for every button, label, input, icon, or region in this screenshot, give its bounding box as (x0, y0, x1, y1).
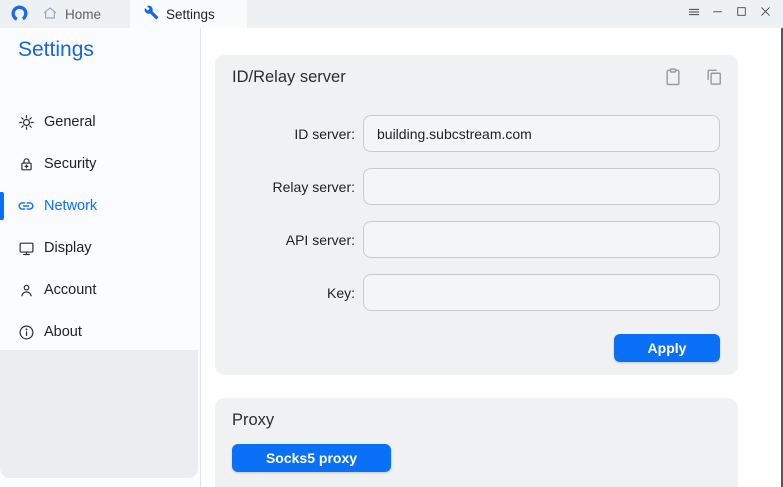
sidebar-item-label: Display (44, 240, 92, 256)
sidebar-item-display[interactable]: Display (0, 227, 200, 269)
sidebar-item-label: About (44, 324, 82, 340)
gear-icon (17, 113, 35, 131)
sidebar-item-label: General (44, 114, 96, 130)
window-menu-button[interactable] (680, 0, 707, 28)
sidebar-item-network[interactable]: Network (0, 185, 200, 227)
id-server-input[interactable] (363, 115, 720, 152)
tab-home[interactable]: Home (28, 0, 115, 28)
settings-sidebar: Settings General (0, 28, 200, 487)
monitor-icon (17, 239, 35, 257)
api-server-row: API server: (215, 221, 738, 258)
paste-icon[interactable] (663, 67, 683, 87)
sidebar-item-label: Security (44, 156, 97, 172)
sidebar-item-account[interactable]: Account (0, 269, 200, 311)
scrollbar[interactable] (781, 28, 783, 487)
api-server-input[interactable] (363, 221, 720, 258)
sidebar-title: Settings (18, 38, 94, 61)
info-icon (17, 323, 35, 341)
relay-server-row: Relay server: (215, 168, 738, 205)
minimize-icon (711, 5, 724, 23)
titlebar: Home Settings (0, 0, 783, 28)
api-server-label: API server: (285, 231, 355, 248)
sidebar-item-security[interactable]: Security (0, 143, 200, 185)
sidebar-item-label: Account (44, 282, 97, 298)
link-icon (17, 197, 35, 215)
id-relay-server-card: ID/Relay server ID server: (215, 55, 738, 375)
tab-settings-label: Settings (166, 6, 215, 22)
tab-settings[interactable]: Settings (130, 0, 247, 28)
sidebar-item-general[interactable]: General (0, 101, 200, 143)
card-title: ID/Relay server (232, 68, 346, 86)
sidebar-item-label: Network (44, 198, 98, 214)
proxy-card: Proxy Socks5 proxy (215, 398, 738, 487)
window-minimize-button[interactable] (704, 0, 731, 28)
relay-server-label: Relay server: (272, 178, 355, 195)
sidebar-item-about[interactable]: About (0, 311, 200, 353)
key-label: Key: (326, 284, 355, 301)
tab-home-label: Home (65, 6, 102, 22)
card-title: Proxy (232, 411, 275, 429)
home-icon (42, 5, 58, 24)
id-server-row: ID server: (215, 115, 738, 152)
hamburger-icon (687, 5, 701, 24)
maximize-icon (735, 5, 748, 23)
socks5-proxy-button[interactable]: Socks5 proxy (232, 444, 391, 472)
window-maximize-button[interactable] (728, 0, 755, 28)
network-settings-content: ID/Relay server ID server: (201, 28, 783, 487)
person-icon (17, 281, 35, 299)
rustdesk-logo-icon (10, 4, 29, 23)
close-icon (759, 5, 772, 23)
window-close-button[interactable] (752, 0, 779, 28)
id-server-label: ID server: (294, 125, 355, 142)
key-input[interactable] (363, 274, 720, 311)
active-indicator (0, 192, 4, 220)
sidebar-lower-panel (0, 350, 198, 478)
sidebar-divider (200, 28, 201, 487)
relay-server-input[interactable] (363, 168, 720, 205)
lock-icon (17, 155, 35, 173)
copy-icon[interactable] (704, 67, 724, 87)
sidebar-nav: General Security (0, 101, 200, 353)
apply-button[interactable]: Apply (614, 334, 720, 362)
key-row: Key: (215, 274, 738, 311)
wrench-icon (144, 5, 159, 23)
